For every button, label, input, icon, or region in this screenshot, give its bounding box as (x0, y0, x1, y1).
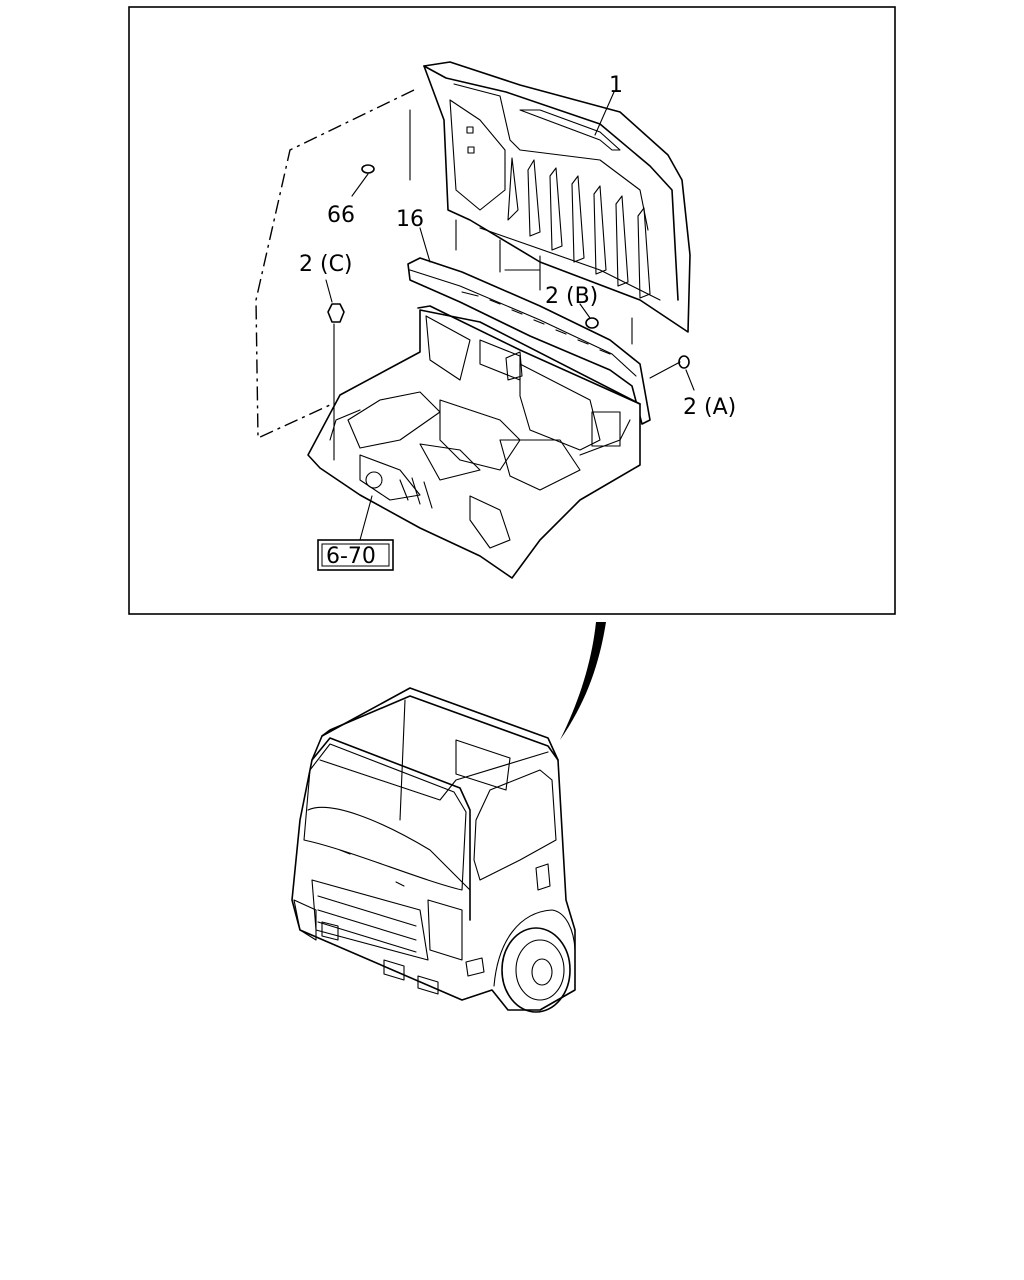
callout-2a: 2 (A) (683, 395, 736, 420)
leader-2c (325, 279, 333, 303)
leader-6-70 (359, 495, 373, 541)
alignment-lines (409, 109, 633, 345)
callout-2b: 2 (B) (545, 284, 598, 309)
reference-box-6-70[interactable]: 6-70 (317, 539, 394, 571)
leader-2b (579, 303, 591, 319)
part-66-plug-icon (361, 164, 375, 174)
callout-16: 16 (396, 207, 424, 232)
part-2b-clip-icon (585, 317, 599, 329)
callout-2c: 2 (C) (299, 252, 353, 277)
pointer-swoosh (560, 622, 606, 740)
leader-16 (419, 227, 431, 263)
leader-dash-outline (255, 89, 415, 440)
leader-66 (351, 173, 369, 197)
rear-cab-panel-icon (423, 61, 691, 333)
leader-1 (594, 91, 615, 136)
detail-frame (128, 6, 896, 615)
truck-cab-icon (291, 687, 576, 1013)
callout-66: 66 (327, 203, 355, 228)
reference-box-label: 6-70 (326, 544, 376, 569)
leader-2a (649, 361, 695, 391)
cab-floor-panel-icon (307, 305, 641, 579)
callout-1: 1 (609, 73, 623, 98)
part-2c-grommet-icon (327, 303, 345, 461)
cross-member-icon (407, 257, 651, 425)
